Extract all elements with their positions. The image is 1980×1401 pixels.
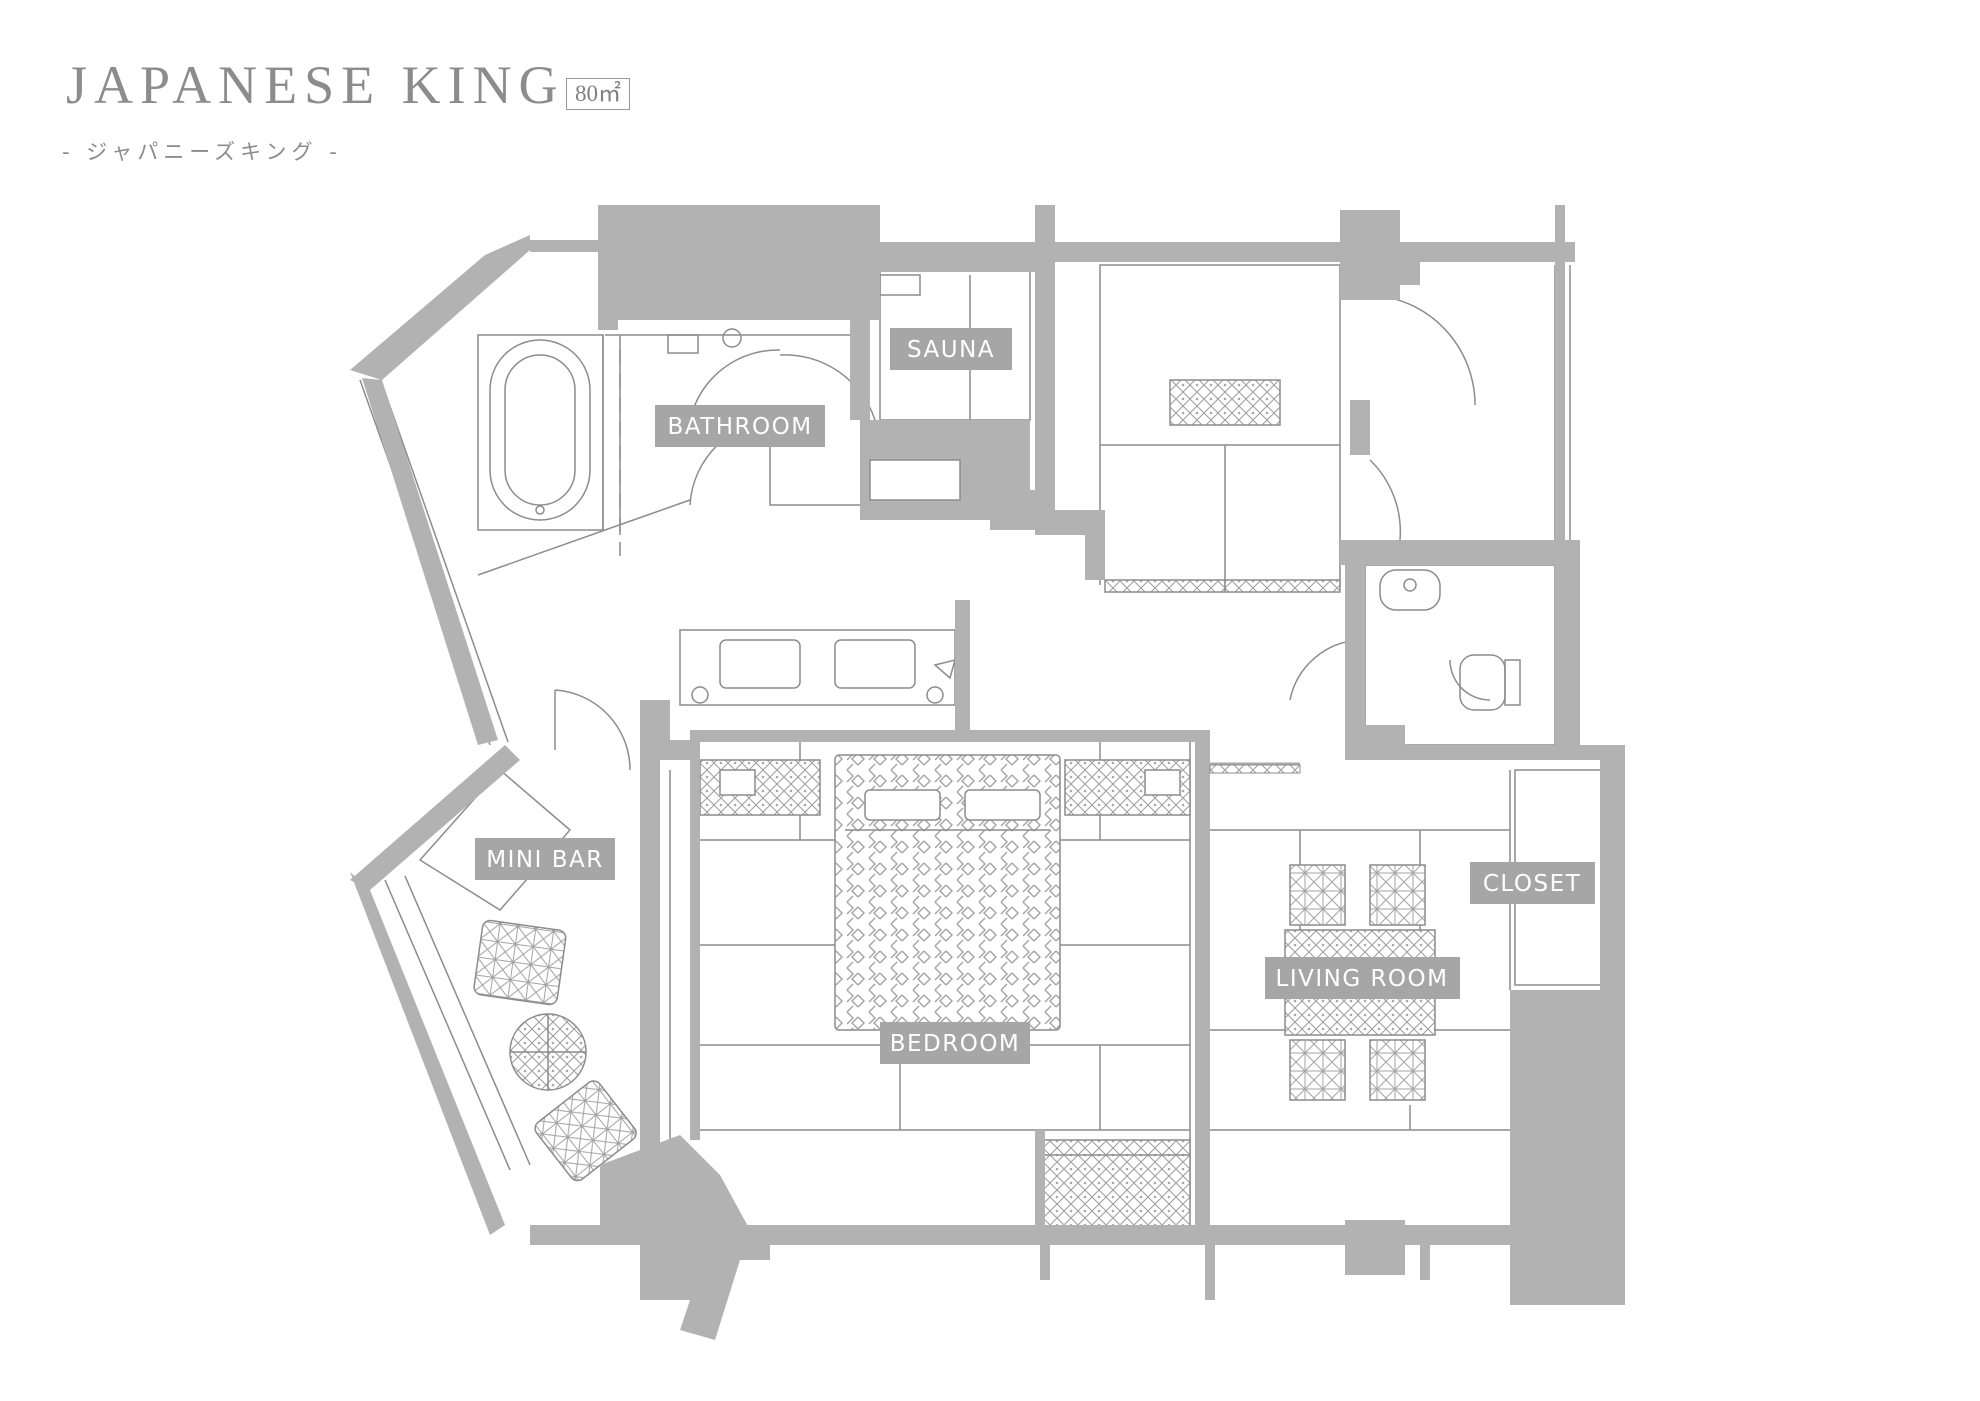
room-label-sauna: SAUNA (890, 328, 1012, 370)
room-label-closet: CLOSET (1470, 862, 1595, 904)
toilet-fixtures (1379, 569, 1521, 711)
bed (834, 754, 1061, 1031)
room-label-bathroom: BATHROOM (655, 405, 825, 447)
page-title: JAPANESE KING (66, 55, 565, 115)
svg-text:MINI BAR: MINI BAR (486, 847, 603, 873)
svg-text:BEDROOM: BEDROOM (890, 1031, 1021, 1057)
nightstands (699, 759, 1191, 816)
lounge-set (473, 919, 637, 1182)
tv-cabinet (1039, 1139, 1191, 1236)
svg-text:BATHROOM: BATHROOM (667, 414, 812, 440)
room-label-living-room: LIVING ROOM (1265, 957, 1460, 999)
svg-text:CLOSET: CLOSET (1483, 871, 1581, 897)
svg-text:SAUNA: SAUNA (907, 337, 995, 363)
area-badge: 80㎡ (566, 78, 630, 111)
walls (350, 205, 1625, 1340)
bathtub (489, 339, 591, 521)
luggage-rack (1169, 379, 1281, 426)
room-label-bedroom: BEDROOM (880, 1022, 1030, 1064)
page-subtitle: - ジャパニーズキング - (62, 140, 342, 164)
svg-text:LIVING ROOM: LIVING ROOM (1276, 966, 1449, 992)
room-label-mini-bar: MINI BAR (475, 838, 615, 880)
